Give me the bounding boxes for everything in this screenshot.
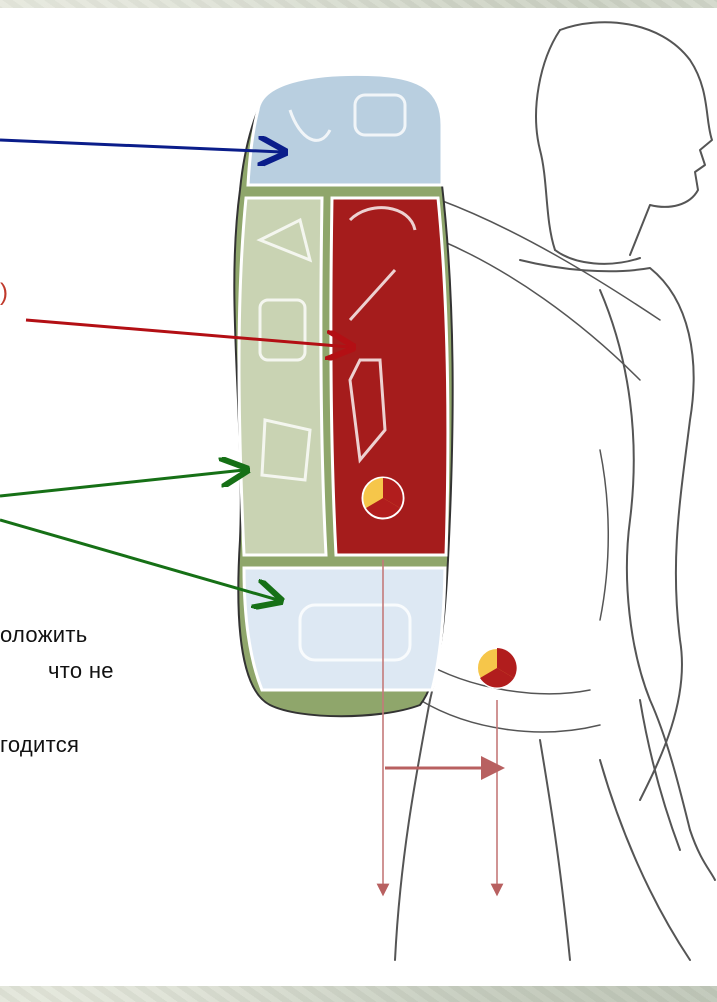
arrow-right-icon (0, 140, 282, 152)
side-compartment (239, 198, 326, 555)
center-of-gravity-icon (477, 648, 517, 688)
arrow-right-icon (0, 520, 278, 600)
hiker-legs (395, 700, 430, 960)
text-fragment-3: годится (0, 732, 79, 758)
text-fragment-2: что не (48, 658, 114, 684)
arrow-right-icon (0, 470, 244, 496)
hiker-torso (520, 260, 694, 800)
bottom-compartment (244, 568, 445, 690)
paren-fragment: ) (0, 279, 8, 307)
backpack (234, 74, 452, 716)
text-fragment-1: оложить (0, 622, 87, 648)
hiker-head (560, 22, 712, 255)
top-compartment (248, 74, 442, 185)
center-of-gravity-icon (363, 478, 403, 518)
